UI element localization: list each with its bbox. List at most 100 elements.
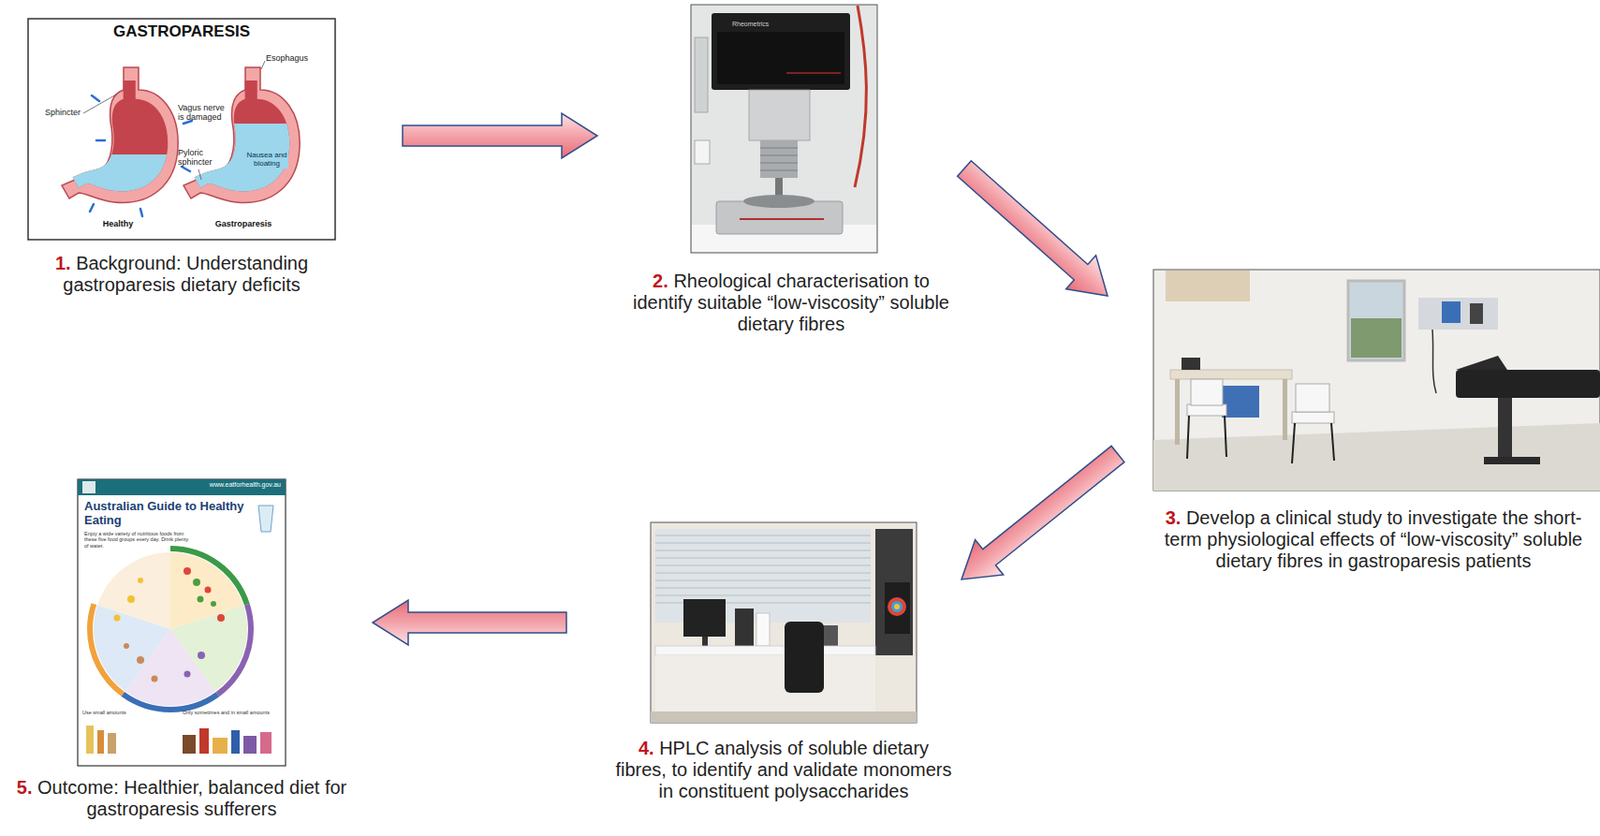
step-number: 3. [1165,507,1182,529]
anatomy-label: Vagus nerve is damaged [177,102,231,123]
hplc-lab-photo [894,603,900,610]
panel-label: Healthy [89,219,147,229]
flow-arrow [947,436,1132,597]
rheometer-photo [760,140,798,178]
hplc-lab-photo [655,580,871,582]
food-guide-poster [210,601,217,607]
food-guide-poster [89,548,251,710]
food-guide-poster [205,587,212,594]
rheometer-photo [743,194,815,208]
rheometer-photo [690,4,878,253]
rheometer-photo [717,31,845,85]
poster-note: Only sometimes and in small amounts [182,709,281,716]
food-guide-poster [217,614,225,622]
clinic-room-photo [1497,397,1512,459]
food-guide-poster [258,505,274,532]
rheometer-photo [694,140,710,164]
food-guide-poster [127,595,135,603]
hplc-lab-photo [756,613,770,646]
brand-label: Rheometrics [732,20,808,29]
clinic-room-photo [1153,269,1600,491]
poster-note: Use small amounts [82,709,153,716]
gastroparesis-illustration [83,94,117,114]
clinic-room-photo [1165,270,1250,302]
hplc-lab-photo [655,557,871,559]
step-text: Outcome: Healthier, balanced diet for ga… [37,777,347,820]
gastroparesis-illustration [198,169,202,180]
anatomy-label: Pyloric sphincter [177,147,227,168]
step-caption: 3.Develop a clinical study to investigat… [1153,507,1594,573]
discretionary-items [97,730,104,754]
clinic-room-photo [1221,385,1260,418]
clinic-room-photo [1224,415,1227,457]
healthy-stomach [181,166,191,172]
discretionary-items [243,735,257,754]
clinic-room-photo [1291,423,1295,464]
hplc-lab-photo [655,535,871,537]
panel-label: Gastroparesis [204,219,283,229]
food-guide-poster [132,590,209,668]
symptom-label: Nausea and bloating [245,149,289,169]
flow-arrow [947,436,1132,597]
rheometer-photo [760,162,798,164]
hplc-lab-photo [650,711,917,723]
step-number: 5. [16,777,33,798]
clinic-room-photo [1331,423,1335,461]
food-guide-poster [89,548,251,710]
step-caption: 2.Rheological characterisation to identi… [627,270,955,336]
flow-arrow [372,600,567,646]
healthy-stomach [91,95,100,102]
food-guide-poster [192,578,217,607]
discretionary-items [86,725,94,754]
rheometer-photo [760,147,798,149]
food-guide-poster [132,590,209,668]
healthy-stomach [140,208,143,217]
food-guide-poster [197,651,206,660]
healthy-stomach [51,154,192,221]
gastroparesis-stomach [173,123,314,218]
clinic-room-photo [1282,379,1288,441]
anatomy-label: Esophagus [265,53,324,63]
clinic-room-photo [1418,297,1498,330]
clinic-room-photo [1187,415,1189,459]
healthy-stomach [96,139,105,143]
food-guide-poster [123,643,130,649]
step-number: 2. [652,270,669,292]
rheometer-photo [854,5,867,188]
hplc-lab-photo [655,645,876,656]
process-step: 5.Outcome: Healthier, balanced diet for … [8,479,355,821]
clinic-room-photo [1348,280,1405,361]
discretionary-items [199,728,209,754]
healthy-stomach [51,67,192,221]
clinic-room-photo [1441,301,1461,323]
hplc-lab-photo [702,636,708,646]
step-number: 1. [55,252,72,274]
step-text: HPLC analysis of soluble dietary fibres,… [615,737,952,802]
food-guide-poster [89,548,251,710]
flow-arrow [949,151,1123,313]
food-guide-poster [132,590,209,668]
flow-arrow [949,151,1123,313]
clinic-room-photo [1153,423,1600,491]
food-guide-poster [89,548,251,710]
food-guide-poster [197,596,205,603]
food-guide-poster [114,615,121,622]
rheometer-photo [748,89,810,141]
discretionary-items [231,730,240,754]
hplc-lab-photo [655,550,871,552]
gastroparesis-illustration [83,60,265,180]
discretionary-items [260,732,272,754]
hplc-lab-photo [655,572,871,574]
food-guide-poster [132,590,209,668]
food-guide-poster [184,671,191,678]
food-guide-poster [77,479,286,766]
food-guide-poster [89,548,251,710]
process-step: 3.Develop a clinical study to investigat… [1153,269,1594,573]
rheometer-photo [739,218,824,221]
food-guide-poster [183,567,191,575]
clinic-room-photo [1432,329,1437,394]
rheometer-photo [690,4,878,253]
clinic-room-photo [1455,369,1600,398]
step-caption: 1.Background: Understanding gastroparesi… [22,252,341,296]
hplc-lab-photo [784,621,824,693]
